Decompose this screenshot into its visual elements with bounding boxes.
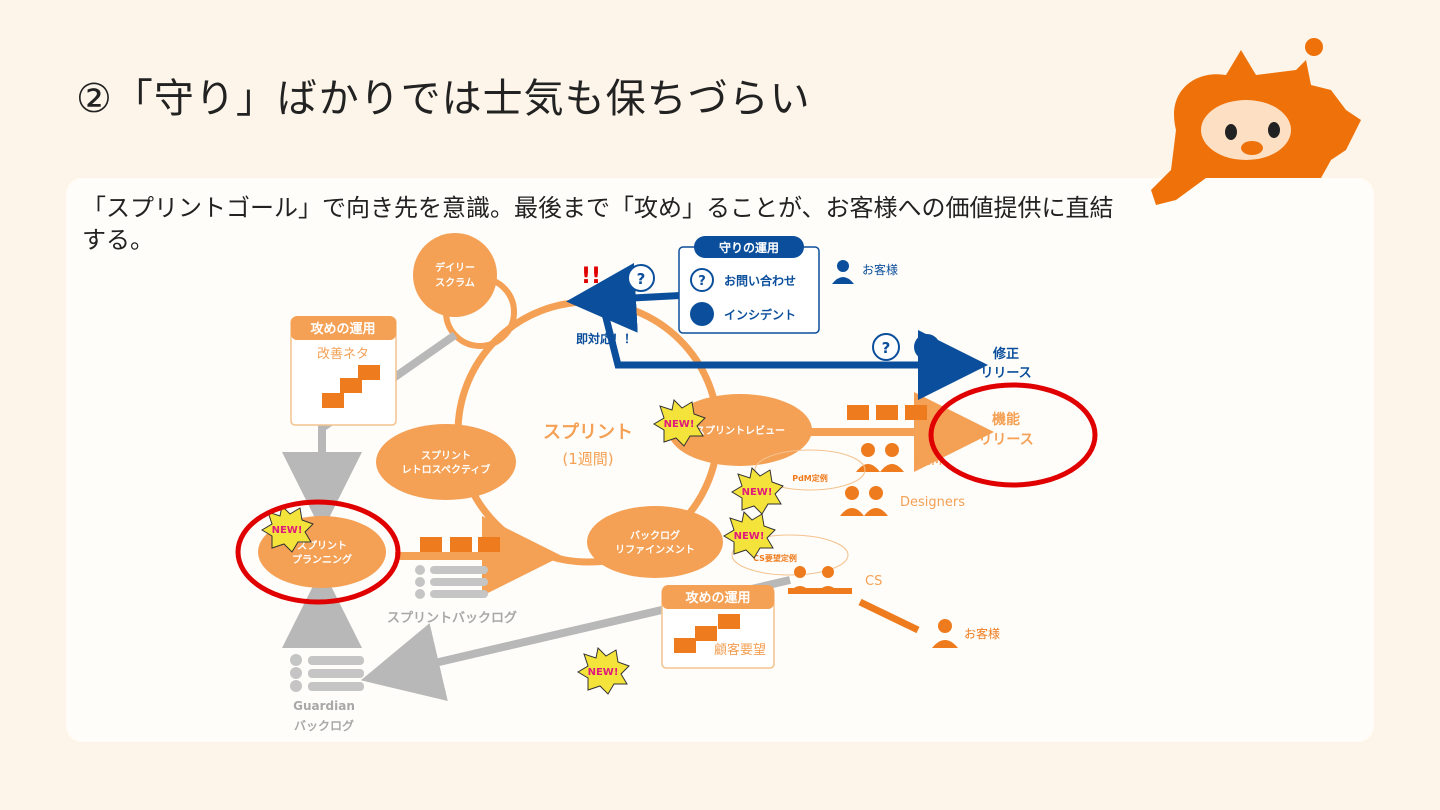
exclaim-mark: !! <box>581 264 601 289</box>
daily-scrum-label-1: デイリー <box>435 261 475 274</box>
folders-bottom-icon <box>674 614 740 653</box>
svg-text:NEW!: NEW! <box>734 531 765 542</box>
feature-release-label-1: 機能 <box>992 411 1020 428</box>
refinement-label-2: リファインメント <box>615 544 695 556</box>
fix-release-label-2: リリース <box>980 366 1031 381</box>
guardian-label-1: Guardian <box>293 699 355 713</box>
new-badge-refinement: NEW! <box>723 510 776 559</box>
guardian-backlog-list-icon <box>290 654 364 692</box>
question-icon <box>690 268 714 292</box>
svg-text:?: ? <box>698 274 706 289</box>
attack-ops-bottom-header-text: 攻めの運用 <box>685 590 750 606</box>
refinement-node <box>587 506 723 578</box>
feature-release-label-2: リリース <box>978 432 1033 448</box>
orange-line-customer <box>858 598 920 634</box>
planning-label-2: プランニング <box>292 553 352 566</box>
immediate-label: 即対応！！ <box>576 331 636 346</box>
customer-bottom-label: お客様 <box>964 626 1000 641</box>
folders-top-icon <box>322 365 380 408</box>
cs-people-icon <box>788 566 852 594</box>
sprint-backlog-folders-icon <box>420 537 500 552</box>
retro-label-2: レトロスペクティブ <box>402 463 491 476</box>
mascot-icon <box>1151 38 1361 205</box>
svg-text:NEW!: NEW! <box>272 525 303 536</box>
review-node <box>668 394 812 466</box>
new-badge-planning: NEW! <box>261 504 314 553</box>
incident-bug-icon <box>690 302 714 326</box>
customer-bottom-icon <box>932 619 958 648</box>
review-label: スプリントレビュー <box>695 424 785 437</box>
daily-scrum-label-2: スクラム <box>435 277 475 289</box>
question-fix-icon <box>872 333 900 361</box>
sprint-backlog-label: スプリントバックログ <box>387 610 517 626</box>
highlight-planning <box>235 499 401 605</box>
highlight-feature-release <box>928 382 1098 488</box>
sprint-label: スプリント <box>543 421 633 443</box>
svg-text:NEW!: NEW! <box>742 487 773 498</box>
attack-ops-top-header <box>291 316 396 340</box>
attack-ops-top-header-text: 攻めの運用 <box>310 321 375 337</box>
pdm-regular-label: PdM定例 <box>792 473 828 483</box>
retro-node <box>376 424 516 500</box>
new-badge-guardian: NEW! <box>577 646 630 695</box>
cs-regular-ellipse <box>731 534 849 576</box>
question-top-icon <box>627 264 655 292</box>
customer-top-label: お客様 <box>862 262 898 277</box>
defense-item-inquiry: お問い合わせ <box>724 273 796 288</box>
svg-text:?: ? <box>882 339 891 357</box>
new-badge-pdm: NEW! <box>731 466 784 515</box>
sprint-period: (1週間) <box>562 450 613 468</box>
designers-label: Designers <box>900 495 965 510</box>
pdm-label: PdM <box>915 454 942 469</box>
release-folders-icon <box>847 405 927 420</box>
svg-text:NEW!: NEW! <box>588 667 619 678</box>
gray-arrow-improvement <box>282 331 458 532</box>
defense-ops-header-text: 守りの運用 <box>719 240 779 255</box>
designers-people-icon <box>840 486 888 516</box>
guardian-label-2: バックログ <box>294 718 354 733</box>
attack-ops-bottom-body: 顧客要望 <box>714 642 766 658</box>
pdm-regular-ellipse <box>754 449 866 491</box>
blue-arrow-to-immediate <box>566 262 691 333</box>
customer-top-icon <box>832 260 854 284</box>
pdm-people-icon <box>856 443 904 472</box>
attack-ops-bottom-header <box>662 585 774 609</box>
blue-arrow-fix-release <box>598 301 988 400</box>
defense-ops-header <box>694 236 804 258</box>
daily-scrum-node <box>413 233 497 317</box>
svg-text:?: ? <box>637 270 646 288</box>
incident-fix-icon <box>914 334 940 360</box>
sprint-backlog-list-icon <box>415 565 488 599</box>
new-badge-review: NEW! <box>653 398 706 447</box>
retro-label-1: スプリント <box>421 449 471 462</box>
svg-text:NEW!: NEW! <box>664 419 695 430</box>
refinement-label-1: バックログ <box>630 529 680 542</box>
page-subtitle: 「スプリントゴール」で向き先を意識。最後まで「攻め」ることが、お客様への価値提供… <box>82 194 1114 254</box>
cs-regular-label: CS要望定例 <box>753 553 797 563</box>
cs-label: CS <box>865 574 882 589</box>
attack-ops-top-body: 改善ネタ <box>317 346 369 362</box>
fix-release-label-1: 修正 <box>992 346 1019 362</box>
page-title: ②「守り」ばかりでは士気も保ちづらい <box>76 76 811 122</box>
defense-item-incident: インシデント <box>724 307 796 322</box>
